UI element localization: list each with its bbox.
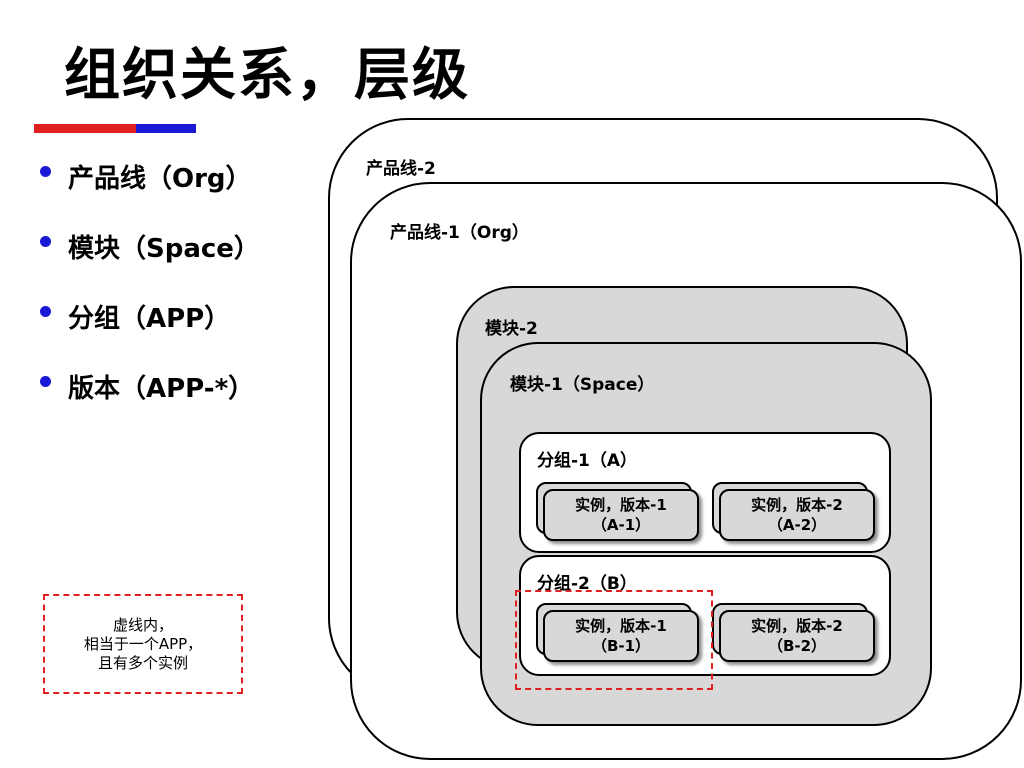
title-underline-blue — [136, 124, 196, 133]
bullet-dot-icon — [40, 306, 51, 317]
instance-a2-card: 实例，版本-2 （A-2） — [719, 489, 875, 541]
instance-a1-card: 实例，版本-1 （A-1） — [543, 489, 699, 541]
bullet-item: 模块（Space） — [40, 228, 260, 298]
space-1-label: 模块-1（Space） — [510, 375, 655, 395]
instance-b2-line2: （B-2） — [767, 637, 827, 655]
note-line-3: 且有多个实例 — [97, 653, 188, 672]
instance-a1-line1: 实例，版本-1 — [575, 496, 667, 514]
instance-b2-line1: 实例，版本-2 — [751, 617, 843, 635]
app-dashed-outline — [515, 590, 713, 690]
instance-b1-card: 实例，版本-1 （B-1） — [543, 610, 699, 662]
bullet-text: 版本（APP-*） — [68, 374, 255, 404]
bullet-text: 分组（APP） — [68, 304, 231, 334]
page-title: 组织关系，层级 — [64, 43, 470, 108]
space-2-label: 模块-2 — [485, 319, 538, 339]
instance-b2-card: 实例，版本-2 （B-2） — [719, 610, 875, 662]
bullet-item: 分组（APP） — [40, 298, 260, 368]
note-box: 虚线内， 相当于一个APP， 且有多个实例 — [43, 594, 243, 694]
group-a-label: 分组-1（A） — [537, 451, 638, 471]
bullet-item: 产品线（Org） — [40, 158, 260, 228]
bullet-list: 产品线（Org） 模块（Space） 分组（APP） 版本（APP-*） — [40, 158, 260, 438]
instance-b1-line2: （B-1） — [591, 637, 651, 655]
note-line-1: 虚线内， — [112, 615, 173, 634]
bullet-text: 模块（Space） — [68, 234, 260, 264]
bullet-text: 产品线（Org） — [68, 164, 252, 194]
org-2-label: 产品线-2 — [366, 159, 436, 179]
bullet-dot-icon — [40, 236, 51, 247]
title-underline-red — [34, 124, 136, 133]
bullet-item: 版本（APP-*） — [40, 368, 260, 438]
group-b-label: 分组-2（B） — [537, 574, 637, 594]
bullet-dot-icon — [40, 376, 51, 387]
instance-a1-line2: （A-1） — [591, 516, 651, 534]
instance-b1-line1: 实例，版本-1 — [575, 617, 667, 635]
instance-a2-line2: （A-2） — [767, 516, 827, 534]
org-1-label: 产品线-1（Org） — [390, 223, 529, 243]
note-line-2: 相当于一个APP， — [83, 634, 203, 653]
bullet-dot-icon — [40, 166, 51, 177]
instance-a2-line1: 实例，版本-2 — [751, 496, 843, 514]
